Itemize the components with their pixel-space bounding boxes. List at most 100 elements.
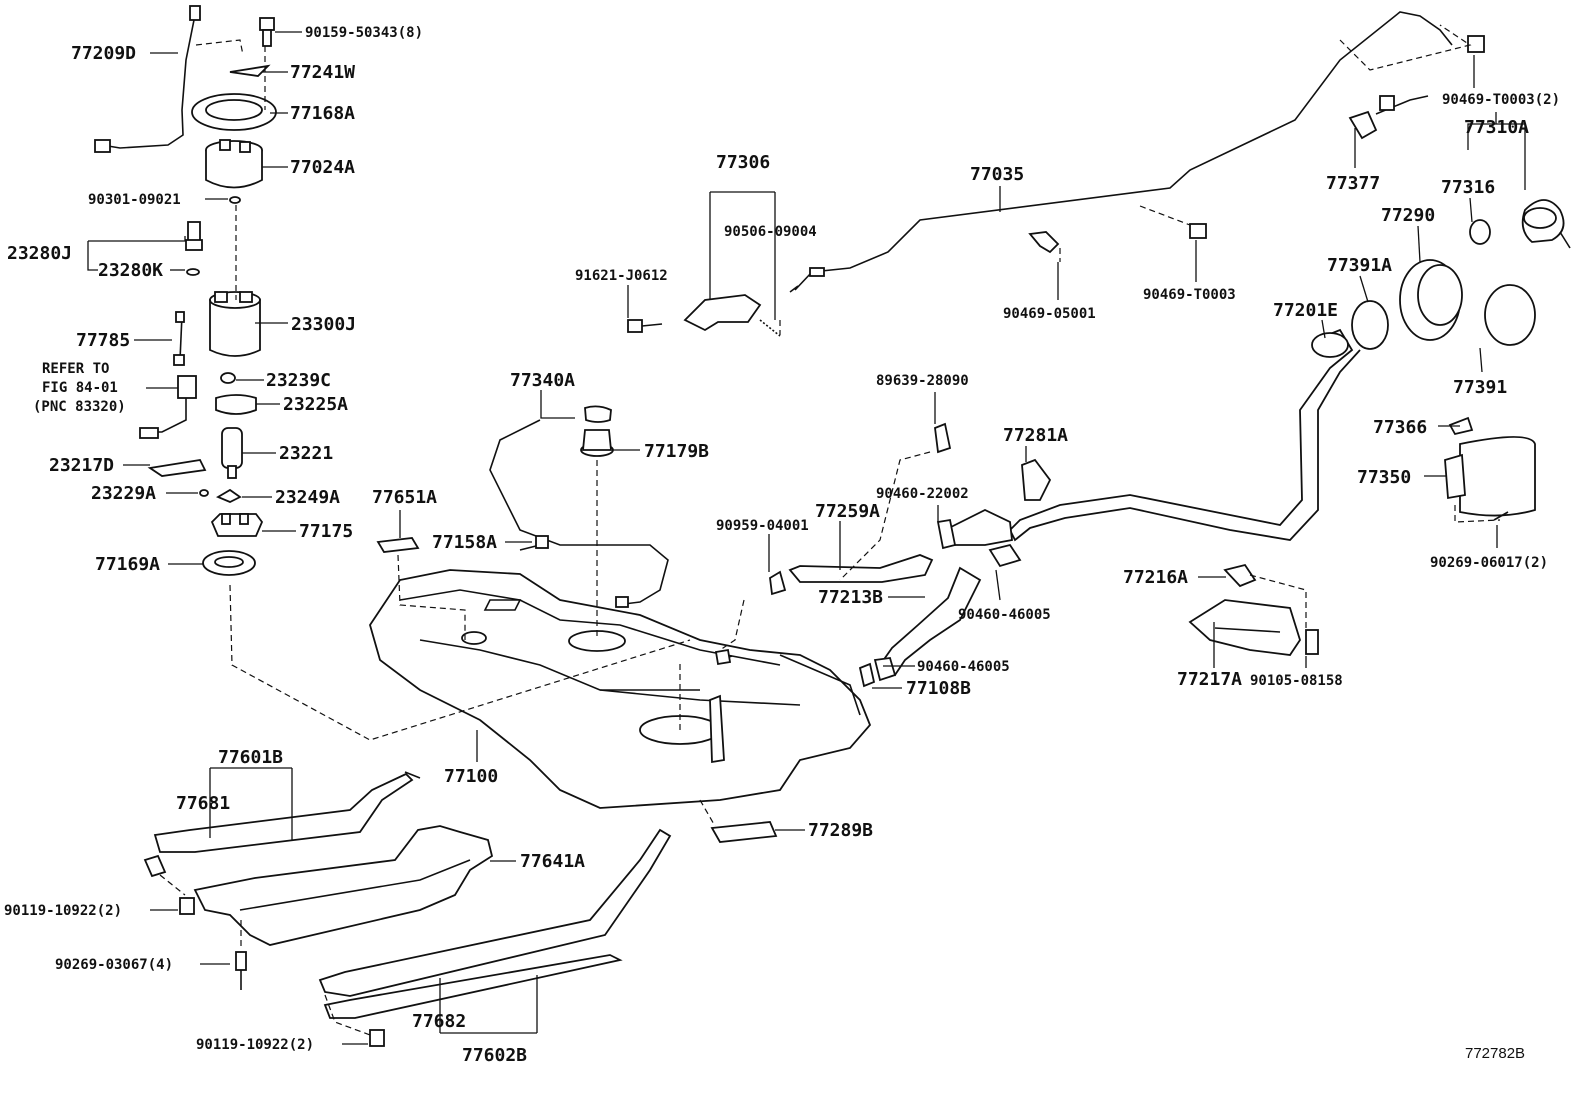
label-77108B: 77108B <box>906 678 971 699</box>
fuel-filter-drawing <box>209 291 261 357</box>
under-protector-drawing <box>193 825 494 946</box>
label-77201E: 77201E <box>1273 300 1338 321</box>
protector-77217A-drawing <box>1188 563 1319 656</box>
fuel-lid-drawing <box>1444 416 1536 521</box>
label-77289B: 77289B <box>808 820 873 841</box>
label-77024A: 77024A <box>290 157 355 178</box>
label-90269-03067: 90269-03067(4) <box>55 957 173 973</box>
fuel-filler-pipe-drawing <box>943 328 1361 546</box>
label-90469-T0003-2: 90469-T0003(2) <box>1442 92 1560 108</box>
label-90460-22002: 90460-22002 <box>876 486 969 502</box>
label-90119-10922-b: 90119-10922(2) <box>196 1037 314 1053</box>
label-77602B: 77602B <box>462 1045 527 1066</box>
fuel-cap-drawing <box>1469 199 1571 249</box>
label-90469-T0003: 90469-T0003 <box>1143 287 1236 303</box>
label-77340A: 77340A <box>510 370 575 391</box>
label-91621-J0612: 91621-J0612 <box>575 268 668 284</box>
label-77290: 77290 <box>1381 205 1435 226</box>
sender-gauge-wire-drawing <box>94 5 201 153</box>
label-77158A: 77158A <box>432 532 497 553</box>
label-90105-08158: 90105-08158 <box>1250 673 1343 689</box>
label-77785: 77785 <box>76 330 130 351</box>
label-77281A: 77281A <box>1003 425 1068 446</box>
opener-lever-drawing <box>1348 95 1429 140</box>
label-77391A: 77391A <box>1327 255 1392 276</box>
label-77168A: 77168A <box>290 103 355 124</box>
label-77217A: 77217A <box>1177 669 1242 690</box>
breather-hose-drawing <box>769 554 934 596</box>
cable-clamp-drawing <box>1028 35 1485 254</box>
grommet-77179B-drawing <box>580 429 614 457</box>
clamp-77289B-drawing <box>710 821 778 843</box>
label-77216A: 77216A <box>1123 567 1188 588</box>
label-77259A: 77259A <box>815 501 880 522</box>
label-23239C: 23239C <box>266 370 331 391</box>
label-77035: 77035 <box>970 164 1024 185</box>
hose-77340A-drawing <box>489 405 669 608</box>
filler-hose-77213B-drawing <box>858 543 1022 688</box>
label-89639-28090: 89639-28090 <box>876 373 969 389</box>
label-77100: 77100 <box>444 766 498 787</box>
diagram-id: 772782B <box>1465 1045 1525 1062</box>
cushion-drawing <box>220 372 236 384</box>
cable-77035-drawing <box>789 11 1453 293</box>
label-77651A: 77651A <box>372 487 437 508</box>
sensor-connector-drawing <box>519 535 549 551</box>
note-pnc: (PNC 83320) <box>33 399 126 415</box>
label-77209D: 77209D <box>71 43 136 64</box>
hose-clamp-drawing <box>934 422 1052 550</box>
label-90119-10922-a: 90119-10922(2) <box>4 903 122 919</box>
label-23225A: 23225A <box>283 394 348 415</box>
label-90159-50343: 90159-50343(8) <box>305 25 423 41</box>
label-77179B: 77179B <box>644 441 709 462</box>
label-23221: 23221 <box>279 443 333 464</box>
label-23300J: 23300J <box>291 314 356 335</box>
gasket-drawing <box>202 550 256 576</box>
pump-cushion-drawing <box>215 394 257 415</box>
label-90469-05001: 90469-05001 <box>1003 306 1096 322</box>
label-23229A: 23229A <box>91 483 156 504</box>
label-77213B: 77213B <box>818 587 883 608</box>
label-23280J: 23280J <box>7 243 72 264</box>
label-77310A: 77310A <box>1464 117 1529 138</box>
label-90460-46005-a: 90460-46005 <box>958 607 1051 623</box>
sender-gauge-drawing <box>139 375 197 439</box>
bracket-drawing <box>210 513 264 537</box>
filter-strainer-drawing <box>147 459 207 477</box>
label-77601B: 77601B <box>218 747 283 768</box>
label-77175: 77175 <box>299 521 353 542</box>
protector-block-drawing <box>376 537 420 553</box>
note-fig: FIG 84-01 <box>42 380 118 396</box>
fuel-pump-drawing <box>221 427 243 479</box>
filler-neck-gasket-drawing <box>1351 259 1536 350</box>
label-77391: 77391 <box>1453 377 1507 398</box>
retainer-ring-drawing <box>191 93 277 131</box>
leader-lines <box>87 31 1526 1045</box>
label-90959-04001: 90959-04001 <box>716 518 809 534</box>
part-labels: 77209D 90159-50343(8) 77241W 77168A 7702… <box>4 25 1560 1066</box>
clip-drawing <box>199 488 242 503</box>
label-90301-09021: 90301-09021 <box>88 192 181 208</box>
tank-band-rear-drawing <box>318 828 672 1019</box>
label-77350: 77350 <box>1357 467 1411 488</box>
label-23217D: 23217D <box>49 455 114 476</box>
pump-bracket-drawing <box>205 139 263 189</box>
wire-harness-drawing <box>173 311 185 366</box>
bolt-drawing <box>259 17 275 47</box>
label-77241W: 77241W <box>290 62 355 83</box>
o-ring-small-drawing <box>229 196 241 204</box>
plate-drawing <box>229 64 271 77</box>
pressure-regulator-drawing <box>185 221 203 276</box>
label-77682: 77682 <box>412 1011 466 1032</box>
lock-lever-drawing <box>627 294 781 337</box>
label-77681: 77681 <box>176 793 230 814</box>
label-90460-46005-b: 90460-46005 <box>917 659 1010 675</box>
label-77306: 77306 <box>716 152 770 173</box>
label-77169A: 77169A <box>95 554 160 575</box>
note-refer-to: REFER TO <box>42 361 109 377</box>
label-77377: 77377 <box>1326 173 1380 194</box>
label-23249A: 23249A <box>275 487 340 508</box>
tank-band-front-drawing <box>143 771 421 878</box>
